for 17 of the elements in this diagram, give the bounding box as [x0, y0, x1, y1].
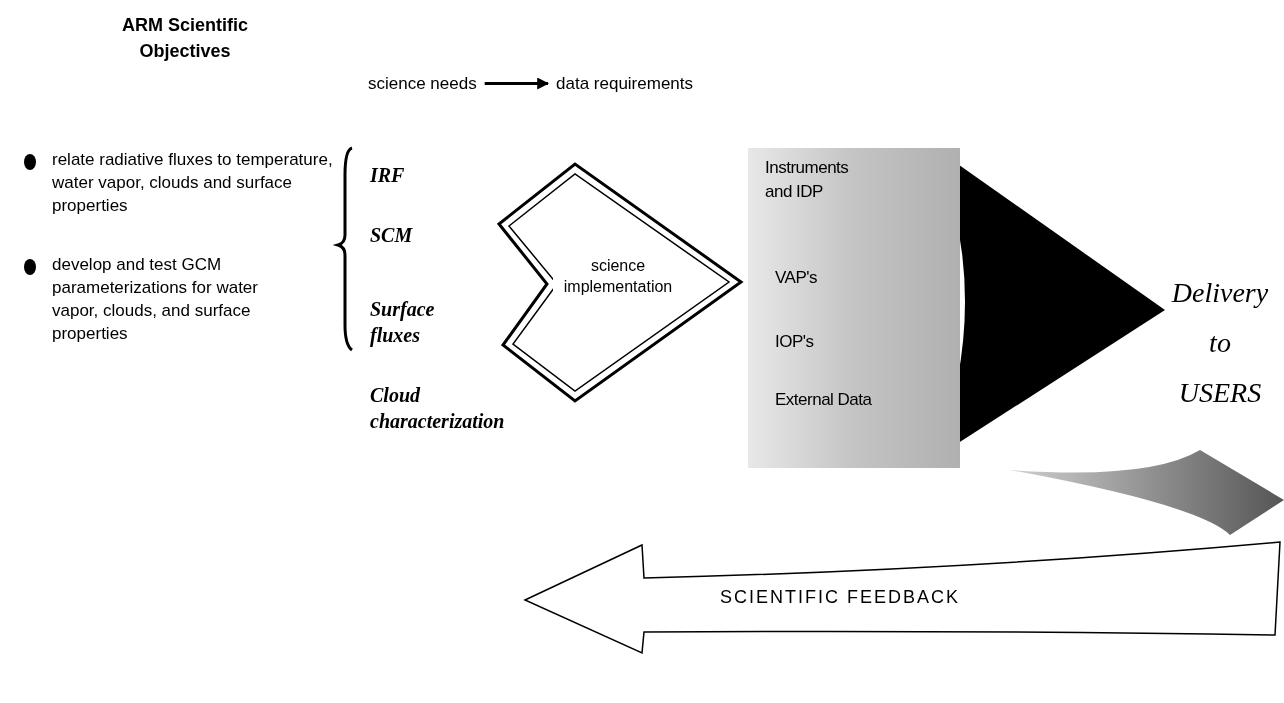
heading: ARM Scientific Objectives: [121, 14, 249, 63]
bullet-text: relate radiative fluxes to temperature, water vapor, clouds and surface properties: [52, 149, 334, 217]
arrow: [484, 77, 550, 90]
category-label: SCM: [370, 223, 413, 248]
arrow-text: SCIENTIFIC FEEDBACK: [720, 586, 961, 608]
panel-text: External Data: [775, 389, 873, 411]
panel-text: Instruments and IDP: [765, 157, 850, 203]
delivery-text: Delivery to USERS: [1170, 276, 1270, 410]
category-label: Cloud characterization: [370, 383, 506, 434]
category-label: IRF: [370, 163, 405, 188]
category-label: Surface fluxes: [370, 297, 436, 348]
shaded-panel: [748, 148, 960, 468]
bullet-text: develop and test GCM parameterizations for water vapor, clouds, and surface properties: [52, 254, 259, 345]
text-label: data requirements: [556, 72, 694, 95]
panel-text: IOP's: [775, 331, 815, 353]
panel-text: VAP's: [775, 267, 818, 289]
text-label: science needs: [368, 72, 477, 95]
